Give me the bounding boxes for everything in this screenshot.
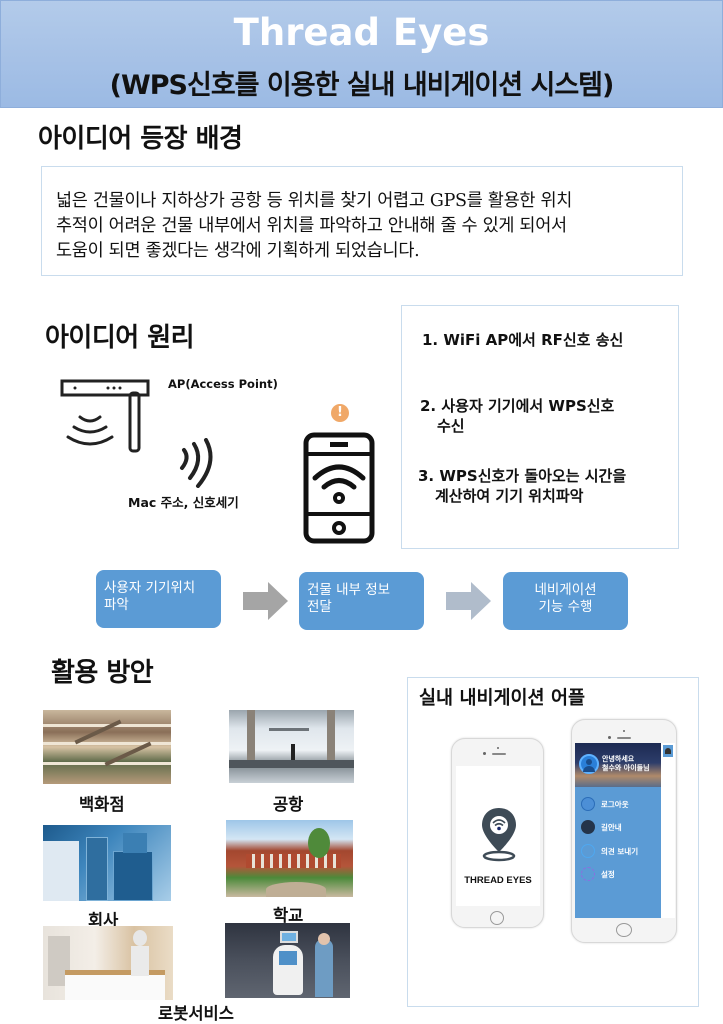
alert-icon: ! <box>337 405 343 420</box>
usage-label-airport: 공항 <box>273 795 304 814</box>
usage-section-title: 활용 방안 <box>51 658 154 688</box>
access-point-label: AP(Access Point) <box>168 377 278 391</box>
office-building-photo <box>43 825 171 901</box>
principle-step-2: 2. 사용자 기기에서 WPS신호 수신 <box>420 397 615 435</box>
principle-step-3: 3. WPS신호가 돌아오는 시간을 계산하여 기기 위치파악 <box>418 467 627 505</box>
airport-photo <box>229 710 354 783</box>
principle-steps-box: 1. WiFi AP에서 RF신호 송신 2. 사용자 기기에서 WPS신호 수… <box>401 305 679 549</box>
principle-section-title: 아이디어 원리 <box>45 323 195 353</box>
menu-item-feedback[interactable]: 의견 보내기 <box>581 844 638 858</box>
user-icon <box>581 797 595 811</box>
bell-icon[interactable] <box>663 745 673 757</box>
arrow-right-icon <box>446 582 491 620</box>
shopping-mall-photo <box>43 710 171 784</box>
school-photo <box>226 820 353 897</box>
location-pin-wifi-icon <box>482 808 516 862</box>
robot-service-photo-2 <box>225 923 350 998</box>
principle-step-1: 1. WiFi AP에서 RF신호 송신 <box>422 331 624 349</box>
usage-label-company: 회사 <box>88 911 119 930</box>
menu-drawer: 안녕하세요 철수와 아이들님 로그아웃 길안내 의견 보내기 <box>575 743 661 918</box>
menu-item-directions[interactable]: 길안내 <box>581 820 622 834</box>
poster-header: Thread Eyes (WPS신호를 이용한 실내 내비게이션 시스템) <box>0 0 723 108</box>
flow-step-locate-device: 사용자 기기위치 파악 <box>96 570 221 628</box>
poster-subtitle: (WPS신호를 이용한 실내 내비게이션 시스템) <box>109 70 615 101</box>
gear-icon <box>581 867 595 881</box>
splash-screen: THREAD EYES <box>456 766 540 906</box>
signal-waves-icon <box>180 438 213 488</box>
signal-info-label: Mac 주소, 신호세기 <box>128 495 239 510</box>
background-text-box: 넓은 건물이나 지하상가 공항 등 위치를 찾기 어렵고 GPS를 활용한 위치… <box>41 166 683 276</box>
alert-badge: ! <box>331 404 349 422</box>
usage-label-school: 학교 <box>273 906 304 925</box>
greeting-text: 안녕하세요 철수와 아이들님 <box>602 755 650 772</box>
app-section-title: 실내 내비게이션 어플 <box>419 688 586 709</box>
background-line: 추적이 어려운 건물 내부에서 위치를 파악하고 안내해 줄 수 있게 되어서 <box>56 216 567 236</box>
flow-step-navigation: 네비게이션 기능 수행 <box>503 572 628 630</box>
smartphone-wifi-icon <box>303 432 375 544</box>
globe-icon <box>581 820 595 834</box>
robot-service-photo <box>43 926 173 1000</box>
home-button <box>490 911 504 925</box>
menu-screen: 안녕하세요 철수와 아이들님 로그아웃 길안내 의견 보내기 <box>575 743 675 918</box>
message-icon <box>581 844 595 858</box>
menu-phone-mockup: 안녕하세요 철수와 아이들님 로그아웃 길안내 의견 보내기 <box>571 719 677 943</box>
avatar <box>579 754 599 774</box>
background-line: 도움이 되면 좋겠다는 생각에 기획하게 되었습니다. <box>56 241 420 261</box>
poster-title: Thread Eyes <box>233 11 490 54</box>
flow-step-building-info: 건물 내부 정보 전달 <box>299 572 424 630</box>
splash-phone-mockup: THREAD EYES <box>451 738 544 928</box>
usage-label-robot-service: 로봇서비스 <box>158 1004 234 1023</box>
profile-header: 안녕하세요 철수와 아이들님 <box>575 743 661 787</box>
splash-brand-text: THREAD EYES <box>464 875 532 886</box>
background-text: 넓은 건물이나 지하상가 공항 등 위치를 찾기 어렵고 GPS를 활용한 위치… <box>56 189 672 264</box>
menu-item-logout[interactable]: 로그아웃 <box>581 797 629 811</box>
access-point-icon <box>60 379 150 453</box>
background-section-title: 아이디어 등장 배경 <box>38 124 243 154</box>
usage-label-department-store: 백화점 <box>79 795 125 814</box>
app-preview-box: 실내 내비게이션 어플 THREAD EYES <box>407 677 699 1007</box>
arrow-right-icon <box>243 582 288 620</box>
menu-item-settings[interactable]: 설정 <box>581 867 615 881</box>
background-line: 넓은 건물이나 지하상가 공항 등 위치를 찾기 어렵고 GPS를 활용한 위치 <box>56 191 573 211</box>
home-button <box>616 923 632 937</box>
